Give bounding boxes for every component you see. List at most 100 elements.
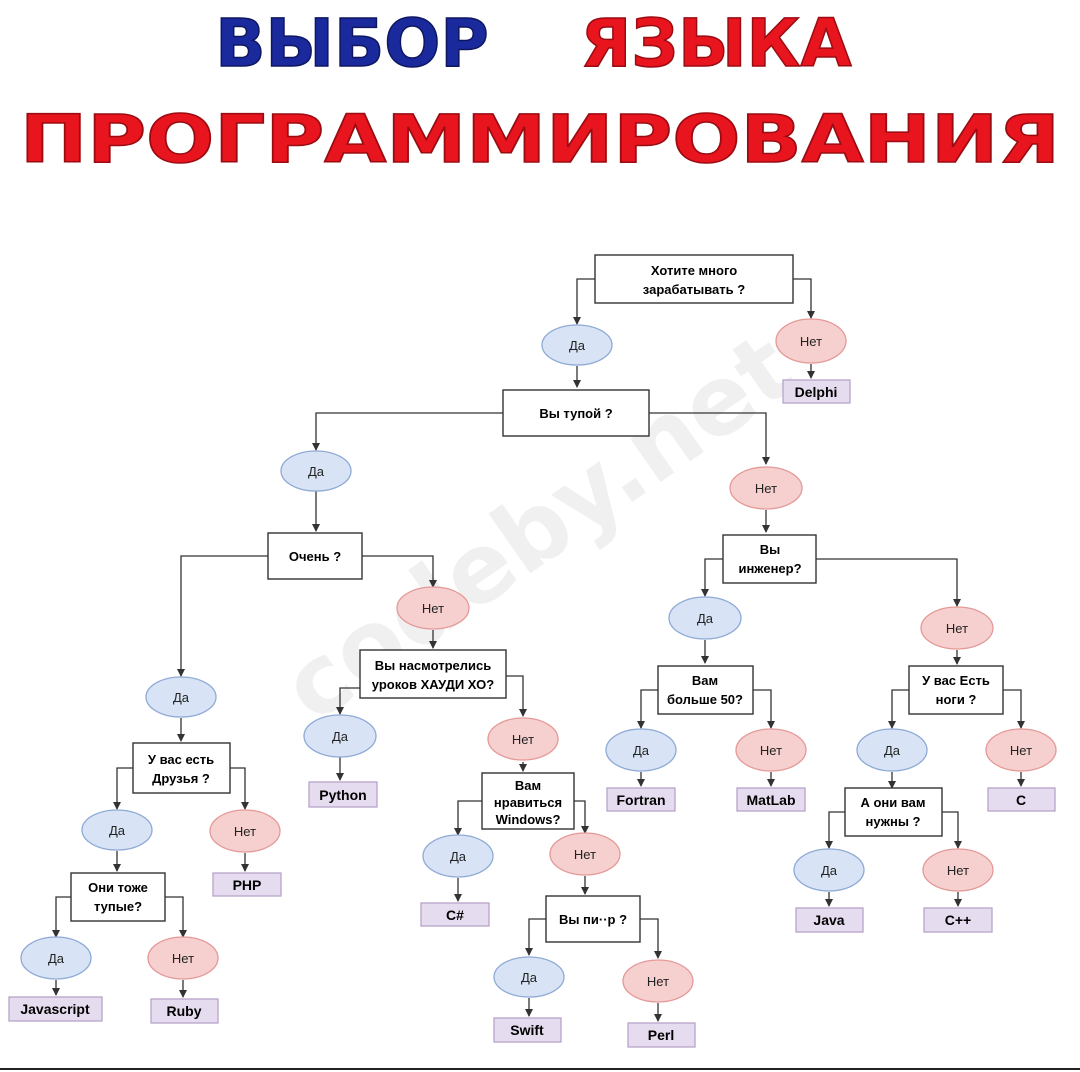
question-windows-line1: Вам <box>515 778 541 793</box>
language-matlab: MatLab <box>736 787 806 812</box>
no-nodes: Нет Нет Нет Нет Нет Нет Нет Нет Нет Нет … <box>147 318 1057 1003</box>
question-over50-line2: больше 50? <box>667 692 743 707</box>
no-label: Нет <box>647 974 669 989</box>
no-label: Нет <box>1010 743 1032 758</box>
yes-label: Да <box>697 611 714 626</box>
language-swift-label: Swift <box>510 1022 544 1038</box>
question-box-legs <box>908 665 1004 715</box>
question-legs-line2: ноги ? <box>936 692 977 707</box>
question-box-khaudi <box>359 649 507 699</box>
question-windows-line3: Windows? <box>496 812 561 827</box>
no-node: Нет <box>735 728 807 772</box>
language-matlab-label: MatLab <box>747 792 796 808</box>
no-label: Нет <box>755 481 777 496</box>
yes-node: Да <box>20 936 92 980</box>
question-box-windows <box>481 772 575 830</box>
yes-label: Да <box>332 729 349 744</box>
yes-node: Да <box>793 848 865 892</box>
no-node: Нет <box>922 848 994 892</box>
yes-label: Да <box>450 849 467 864</box>
language-cpp: C++ <box>923 907 993 933</box>
question-box-over50 <box>657 665 754 715</box>
question-box-stupid <box>502 389 650 437</box>
question-khaudi-line1: Вы насмотрелись <box>375 658 492 673</box>
question-p-word: Вы пи··р ? <box>559 912 627 927</box>
language-ruby: Ruby <box>150 998 219 1024</box>
question-box-very <box>267 532 363 580</box>
question-money-line2: зарабатывать ? <box>643 282 745 297</box>
title-word-programmirovaniya: ПРОГРАММИРОВАНИЯ <box>20 101 1060 178</box>
question-very: Очень ? <box>289 549 341 564</box>
language-fortran: Fortran <box>606 787 676 812</box>
yes-label: Да <box>821 863 838 878</box>
language-java-label: Java <box>813 912 844 928</box>
yes-label: Да <box>173 690 190 705</box>
yes-node: Да <box>605 728 677 772</box>
yes-node: Да <box>856 728 928 772</box>
yes-node: Да <box>493 956 565 998</box>
question-khaudi-line2: уроков ХАУДИ ХО? <box>372 677 494 692</box>
yes-node: Да <box>422 834 494 878</box>
no-node: Нет <box>920 606 994 650</box>
question-box-friends <box>132 742 231 794</box>
language-php: PHP <box>212 872 282 897</box>
title-word-yazyka: ЯЗЫКА <box>580 5 851 82</box>
question-also-stupid-line1: Они тоже <box>88 880 148 895</box>
no-label: Нет <box>800 334 822 349</box>
question-box-engineer <box>722 534 817 584</box>
page-title: ВЫБОР ЯЗЫКА ПРОГРАММИРОВАНИЯ <box>19 4 1061 179</box>
question-windows-line2: нравиться <box>494 795 562 810</box>
yes-label: Да <box>48 951 65 966</box>
language-swift: Swift <box>493 1017 562 1043</box>
no-node: Нет <box>396 586 470 630</box>
language-fortran-label: Fortran <box>617 792 666 808</box>
question-engineer-line2: инженер? <box>738 561 801 576</box>
question-box-p-word <box>545 895 641 943</box>
no-node: Нет <box>487 717 559 761</box>
yes-nodes: Да Да Да Да Да Да Да Да Да Да Да Да <box>20 324 928 998</box>
question-box-money <box>594 254 794 304</box>
language-php-label: PHP <box>233 877 262 893</box>
no-node: Нет <box>622 959 694 1003</box>
question-boxes <box>70 254 1004 943</box>
question-engineer-line1: Вы <box>760 542 781 557</box>
question-need-line2: нужны ? <box>866 814 921 829</box>
language-perl: Perl <box>627 1022 696 1048</box>
title-word-vybor: ВЫБОР <box>215 5 488 82</box>
question-box-need <box>844 787 943 837</box>
language-cpp-label: C++ <box>945 912 971 928</box>
question-texts: Хотите много зарабатывать ? Вы тупой ? О… <box>88 263 990 927</box>
language-delphi: Delphi <box>782 379 851 404</box>
language-csharp: C# <box>420 902 490 927</box>
question-box-also-stupid <box>70 872 166 922</box>
language-c-label: C <box>1016 792 1026 808</box>
language-delphi-label: Delphi <box>795 384 838 400</box>
question-money-line1: Хотите много <box>651 263 737 278</box>
language-perl-label: Perl <box>648 1027 674 1043</box>
yes-label: Да <box>633 743 650 758</box>
no-label: Нет <box>512 732 534 747</box>
question-stupid: Вы тупой ? <box>539 406 612 421</box>
yes-node: Да <box>145 676 217 718</box>
no-node: Нет <box>147 936 219 980</box>
language-python-label: Python <box>319 787 366 803</box>
yes-node: Да <box>280 450 352 492</box>
no-node: Нет <box>209 809 281 853</box>
no-label: Нет <box>172 951 194 966</box>
language-javascript-label: Javascript <box>20 1001 90 1017</box>
no-node: Нет <box>775 318 847 364</box>
yes-label: Да <box>308 464 325 479</box>
language-results: Delphi Python Fortran MatLab C PHP C# Ja… <box>8 379 1056 1048</box>
no-label: Нет <box>234 824 256 839</box>
yes-node: Да <box>81 809 153 851</box>
no-node: Нет <box>985 728 1057 772</box>
question-friends-line2: Друзья ? <box>152 771 210 786</box>
yes-label: Да <box>109 823 126 838</box>
question-legs-line1: У вас Есть <box>922 673 990 688</box>
no-label: Нет <box>947 863 969 878</box>
question-also-stupid-line2: тупые? <box>94 899 142 914</box>
no-label: Нет <box>946 621 968 636</box>
language-java: Java <box>795 907 864 933</box>
question-friends-line1: У вас есть <box>148 752 214 767</box>
